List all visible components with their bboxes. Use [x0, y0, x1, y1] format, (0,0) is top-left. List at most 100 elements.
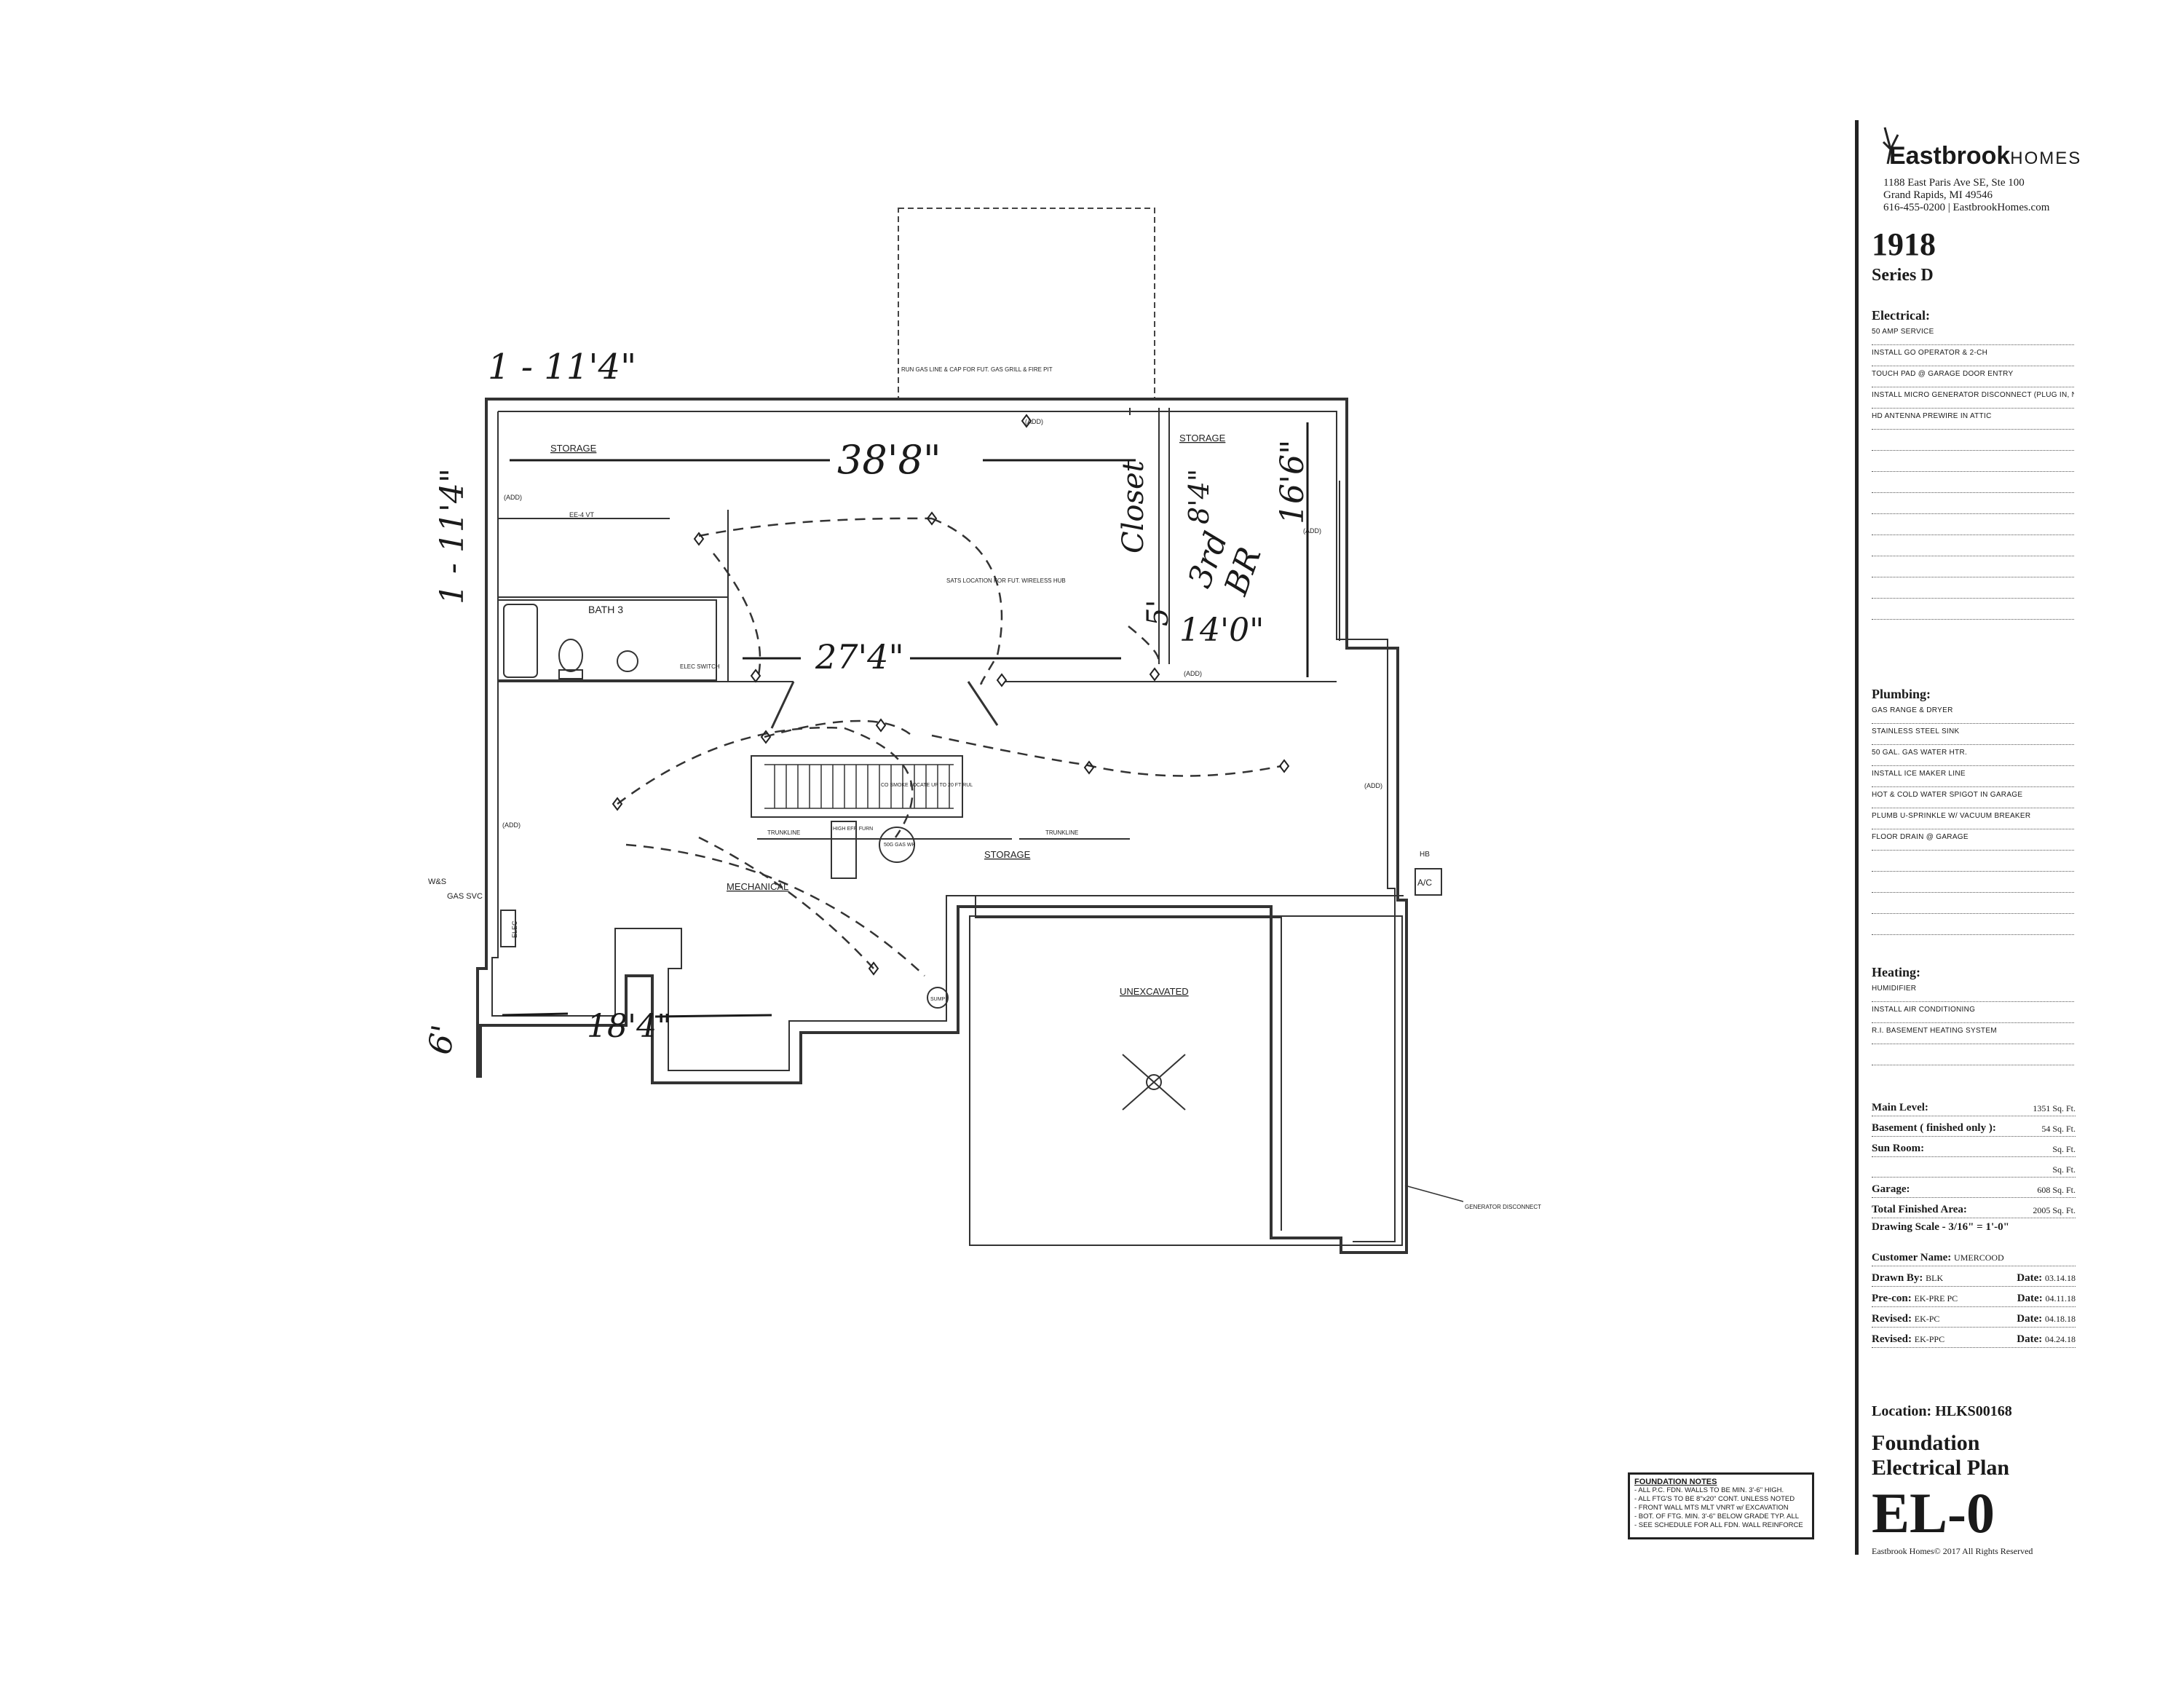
eastbrook-logo [1882, 127, 1899, 165]
plan-series: Series D [1872, 266, 1934, 285]
spec-line: HOT & COLD WATER SPIGOT IN GARAGE [1872, 787, 2074, 808]
dim-16-6: 16'6" [1274, 440, 1311, 524]
date-label: Date: [2017, 1313, 2043, 1325]
spec-line: INSTALL ICE MAKER LINE [1872, 766, 2074, 787]
note-hb: HB [1420, 851, 1430, 859]
note-add-6: (ADD) [502, 821, 521, 829]
room-label-storage-right: STORAGE [1179, 433, 1226, 443]
switch-leg-6 [764, 719, 911, 738]
switch-leg-7 [931, 734, 1282, 777]
brand-name: EastbrookHOMES [1889, 142, 2082, 170]
spec-line: INSTALL AIR CONDITIONING [1872, 1002, 2074, 1023]
dim-left: 1 - 11'4" [434, 468, 471, 604]
date-value: 04.11.18 [2045, 1293, 2076, 1304]
light-fixture [612, 797, 623, 811]
room-divisions [498, 408, 1340, 682]
info-label: Pre-con: [1872, 1293, 1912, 1304]
note-trunk-left: TRUNKLINE [767, 829, 800, 836]
area-value: Sq. Ft. [2052, 1144, 2076, 1154]
foundation-note: - SEE SCHEDULE FOR ALL FDN. WALL REINFOR… [1634, 1521, 1803, 1529]
cross-marker [1122, 1054, 1186, 1111]
note-ac: A/C [1417, 877, 1432, 888]
room-label-storage-mid: STORAGE [984, 849, 1031, 860]
note-gas-line: RUN GAS LINE & CAP FOR FUT. GAS GRILL & … [901, 366, 1053, 373]
area-value: Sq. Ft. [2052, 1164, 2076, 1175]
foundation-note: - BOT. OF FTG. MIN. 3'-6" BELOW GRADE TY… [1634, 1513, 1800, 1521]
info-value: UMERCOOD [1954, 1253, 2004, 1263]
ac-unit [1415, 868, 1442, 896]
water-heater [879, 827, 915, 863]
spec-line: R.I. BASEMENT HEATING SYSTEM [1872, 1023, 2074, 1044]
note-sump: SUMP [930, 997, 946, 1002]
note-high-eff: HIGH EFF. FURN [833, 827, 873, 832]
light-fixture [996, 673, 1008, 687]
light-fixture [693, 532, 705, 546]
dim-27-4: 27'4" [815, 637, 904, 677]
bath-outline [497, 599, 717, 681]
dim-top: 1 - 11'4" [488, 347, 636, 387]
foundation-note: - ALL FTG'S TO BE 8"x20" CONT. UNLESS NO… [1634, 1495, 1795, 1503]
date-label: Date: [2017, 1333, 2043, 1345]
info-value: BLK [1926, 1273, 1944, 1283]
light-fixture [1278, 759, 1290, 773]
light-fixture [1149, 667, 1160, 682]
area-value: 54 Sq. Ft. [2041, 1124, 2076, 1134]
revision-row: Customer Name: UMERCOOD [1872, 1246, 2076, 1266]
spec-line: HUMIDIFIER [1872, 981, 2074, 1002]
toilet [558, 639, 583, 672]
light-fixture [868, 961, 879, 976]
area-label: Garage: [1872, 1183, 1910, 1195]
info-label: Revised: [1872, 1333, 1912, 1345]
note-ee-vt: EE-4 VT [569, 511, 595, 518]
electrical-panel [500, 910, 516, 947]
light-fixtures [612, 414, 1290, 976]
floor-plan: STORAGE STORAGE BATH 3 MECHANICAL STORAG… [422, 208, 1541, 1254]
sheet-title: Foundation Electrical Plan [1872, 1431, 2010, 1480]
info-value: EK-PPC [1914, 1334, 1945, 1344]
light-fixture [1021, 414, 1032, 428]
spec-line: PLUMB U-SPRINKLE W/ VACUUM BREAKER [1872, 808, 2074, 829]
spec-line [1872, 451, 2074, 472]
spec-line: TOUCH PAD @ GARAGE DOOR ENTRY [1872, 366, 2074, 387]
unexcavated-outline [969, 915, 1403, 1246]
spec-line [1872, 577, 2074, 599]
sink [617, 650, 638, 672]
area-row: Garage:608 Sq. Ft. [1872, 1178, 2076, 1198]
note-ws: W&S [428, 877, 446, 886]
spec-line [1872, 872, 2074, 893]
note-elec: ELEC [511, 920, 518, 938]
note-generator: GENERATOR DISCONNECT [1465, 1204, 1541, 1210]
heating-heading: Heating: [1872, 965, 1920, 979]
switch-leg-1 [698, 517, 933, 537]
staircase [751, 755, 963, 818]
spec-line [1872, 851, 2074, 872]
location: Location: HLKS00168 [1872, 1403, 2012, 1419]
spec-line: STAINLESS STEEL SINK [1872, 724, 2074, 745]
area-label: Total Finished Area: [1872, 1204, 1967, 1215]
tub [503, 604, 538, 678]
room-label-unexcavated: UNEXCAVATED [1120, 986, 1189, 997]
area-label: Main Level: [1872, 1102, 1928, 1113]
spec-line [1872, 535, 2074, 556]
light-fixture [926, 511, 938, 526]
dim-38-8: 38'8" [837, 437, 941, 483]
area-value: 1351 Sq. Ft. [2033, 1103, 2076, 1113]
area-label: Basement ( finished only ): [1872, 1122, 1996, 1134]
inner-walls [491, 411, 1404, 1242]
note-switch: ELEC SWITCH [680, 663, 720, 670]
spec-line: 50 AMP SERVICE [1872, 324, 2074, 345]
date-label: Date: [2017, 1272, 2043, 1284]
switch-leg-2 [931, 517, 1003, 685]
dim-18-4: 18'4" [587, 1008, 671, 1045]
spec-line [1872, 556, 2074, 577]
info-label: Revised: [1872, 1313, 1912, 1325]
foundation-note: - ALL P.C. FDN. WALLS TO BE MIN. 3'-6" H… [1634, 1486, 1784, 1494]
spec-line: FLOOR DRAIN @ GARAGE [1872, 829, 2074, 851]
area-row: Basement ( finished only ): 54 Sq. Ft. [1872, 1116, 2076, 1137]
